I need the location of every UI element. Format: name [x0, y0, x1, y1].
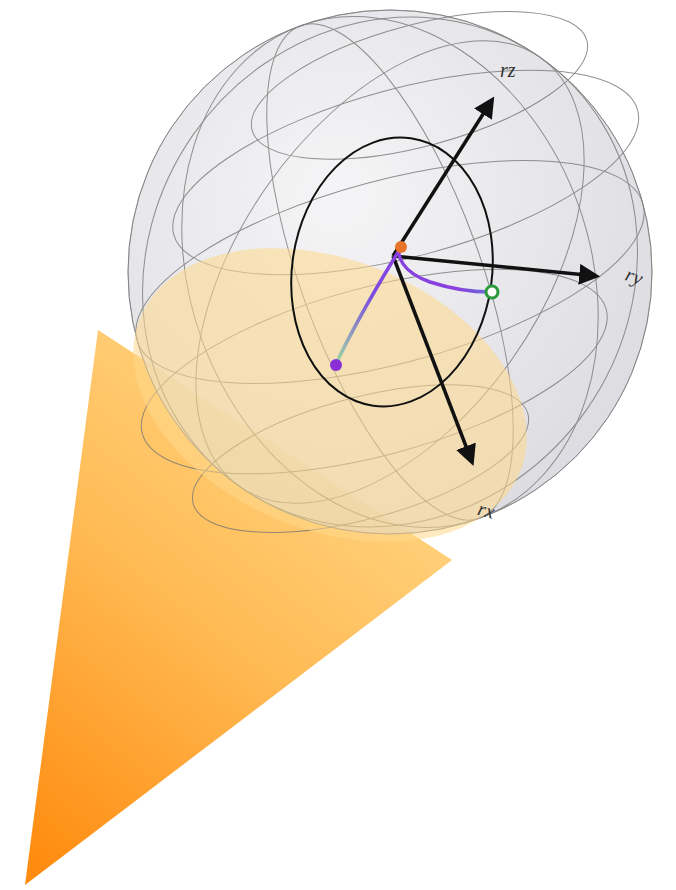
inner-circle — [274, 124, 510, 419]
cone-top — [89, 193, 570, 597]
mid-point — [330, 359, 342, 371]
sphere-grid — [43, 0, 676, 624]
axis-label: rz — [500, 60, 516, 80]
end-point — [486, 286, 498, 298]
trajectory — [336, 245, 490, 364]
latitude — [236, 0, 602, 189]
axis-label: rx — [476, 498, 497, 522]
meridian — [43, 0, 676, 624]
start-point — [395, 241, 407, 253]
